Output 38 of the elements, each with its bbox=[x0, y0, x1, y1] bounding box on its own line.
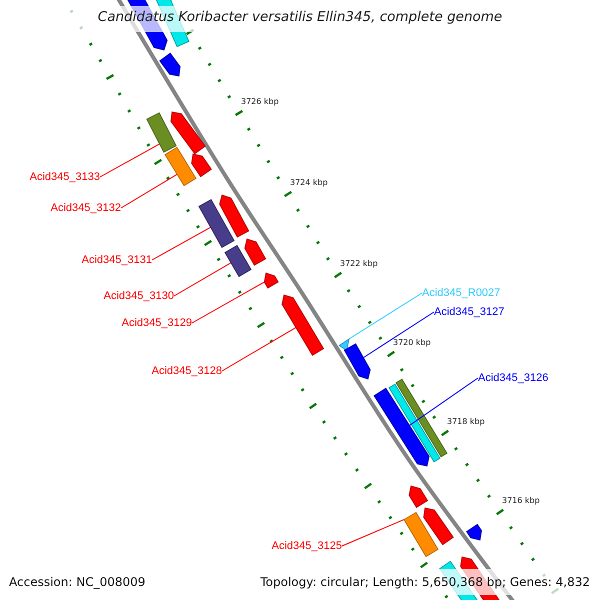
leader-line bbox=[120, 174, 178, 208]
leader-line bbox=[222, 327, 296, 372]
position-label: 3722 kbp bbox=[340, 259, 378, 269]
gene-feature bbox=[164, 146, 197, 186]
gene-feature bbox=[374, 388, 430, 466]
gene-label: Acid345_3125 bbox=[272, 540, 342, 552]
leader-line bbox=[100, 144, 160, 178]
leader-line bbox=[152, 226, 212, 260]
gene-feature bbox=[403, 512, 439, 558]
leader-line bbox=[192, 282, 265, 324]
gene-label: Acid345_3128 bbox=[152, 364, 222, 378]
gene-label: Acid345_3132 bbox=[50, 202, 121, 214]
gene-feature bbox=[146, 112, 177, 153]
genome-summary-text: Topology: circular; Length: 5,650,368 bp; Genes: 4,832 bbox=[260, 574, 590, 590]
gene-label: Acid345_3133 bbox=[30, 170, 100, 184]
gene-label: Acid345_3129 bbox=[122, 316, 192, 330]
position-label: 3718 kbp bbox=[447, 417, 485, 427]
position-label: 3720 kbp bbox=[393, 338, 431, 348]
gene-feature bbox=[282, 294, 324, 356]
accession-text: Accession: NC_008009 bbox=[9, 574, 146, 590]
leader-line bbox=[348, 292, 422, 340]
leader-line bbox=[409, 378, 478, 426]
gene-feature bbox=[264, 272, 279, 289]
position-label: 3716 kbp bbox=[502, 496, 540, 506]
gene-label: Acid345_3127 bbox=[434, 306, 504, 318]
gene-label: Acid345_3130 bbox=[104, 290, 174, 302]
leader-line bbox=[362, 312, 434, 358]
leader-line bbox=[342, 519, 404, 546]
gene-marker bbox=[338, 338, 350, 352]
gene-feature bbox=[224, 244, 252, 278]
gene-label: Acid345_3126 bbox=[478, 372, 548, 384]
gene-label: Acid345_R0027 bbox=[422, 286, 500, 300]
gene-feature bbox=[344, 343, 371, 380]
gene-feature bbox=[198, 199, 235, 248]
leader-line bbox=[174, 262, 232, 296]
position-label: 3726 kbp bbox=[241, 97, 279, 107]
gene-label: Acid345_3131 bbox=[82, 254, 152, 266]
position-label: 3724 kbp bbox=[290, 178, 328, 188]
